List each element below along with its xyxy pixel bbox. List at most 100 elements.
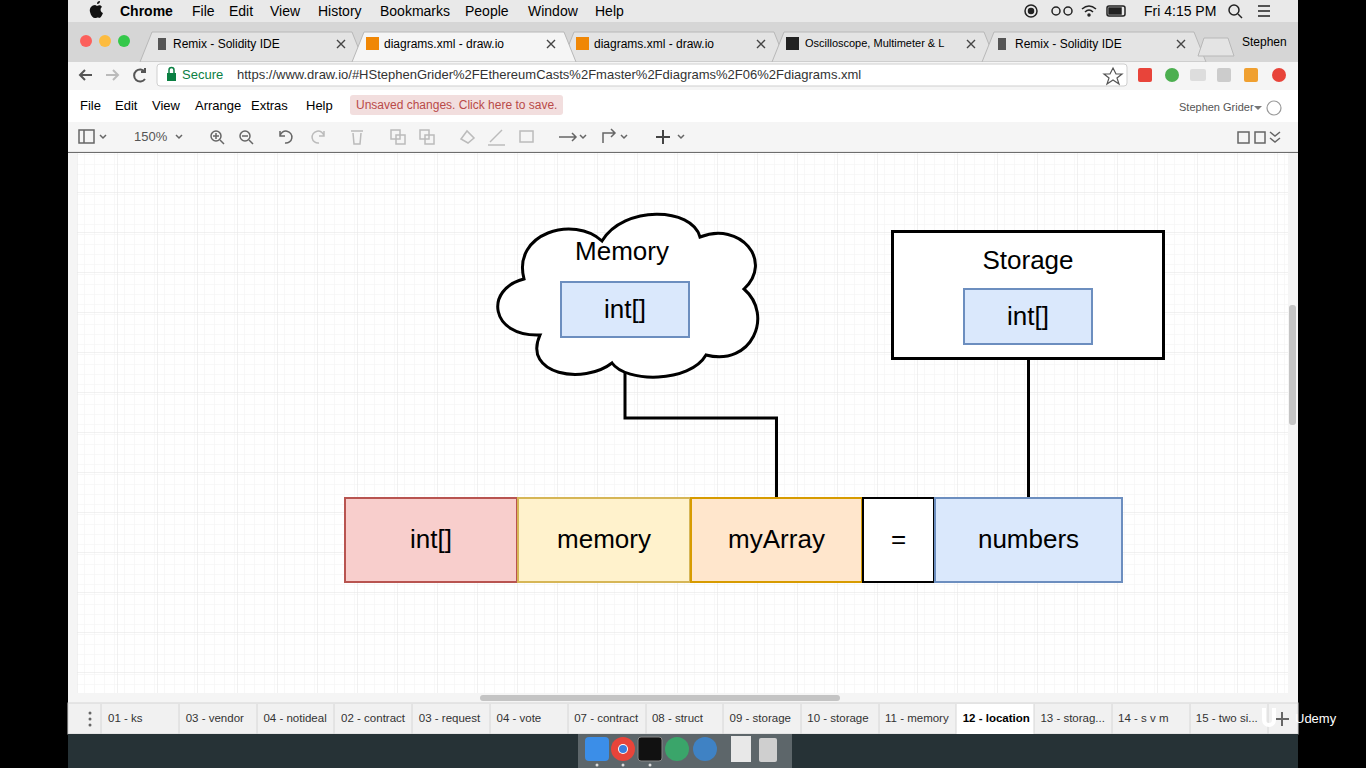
canvas-grid [77, 153, 1288, 693]
menu-item: History [318, 3, 362, 20]
page-tab: 03 - vendor [186, 712, 244, 726]
scrollbar-thumb [480, 695, 840, 701]
zoom-level: 150% [134, 129, 167, 145]
toolbar-icons [79, 129, 1280, 145]
path-part [603, 129, 615, 143]
canvas [77, 153, 1288, 693]
rect-part [520, 131, 533, 142]
rect-part [1107, 6, 1125, 16]
array-box: int[] [963, 288, 1093, 345]
page-tab: 15 - two si... [1196, 712, 1258, 726]
app-menu-item: Help [306, 98, 333, 114]
rect-part [759, 738, 777, 762]
line-part [334, 704, 335, 734]
page-tab: 11 - memory [885, 712, 949, 726]
tab-title: diagrams.xml - draw.io [384, 37, 504, 51]
menu-item: Edit [229, 3, 253, 20]
apple-logo [90, 1, 103, 18]
path-part [106, 70, 118, 80]
circle-part [649, 764, 652, 767]
rect-part [1255, 132, 1265, 143]
address-text: Secure [182, 67, 223, 83]
lock-icon [167, 68, 176, 82]
path-part [1270, 132, 1280, 142]
line-part [1112, 704, 1113, 734]
menu-bar [68, 0, 1298, 22]
path-part [678, 135, 684, 138]
node-label: int[] [1007, 301, 1049, 332]
line-part [101, 704, 102, 734]
page-tab: 14 - s v m [1118, 712, 1168, 726]
path-part [562, 32, 786, 62]
path-part [547, 40, 555, 48]
line-part [568, 704, 569, 734]
rect-part [998, 38, 1006, 50]
scrollbar-thumb [1289, 305, 1296, 425]
region-heading: Memory [575, 236, 669, 267]
rect-part [366, 37, 379, 50]
app-menu-bar [68, 90, 1298, 122]
path-part [351, 131, 363, 144]
line-part [723, 704, 724, 734]
menu-item: Fri 4:15 PM [1144, 3, 1216, 20]
menu-item: View [270, 3, 300, 20]
circle-part [622, 764, 625, 767]
array-box: int[] [560, 281, 690, 338]
desktop [68, 734, 1298, 768]
path-part [772, 32, 996, 62]
tab-title: diagrams.xml - draw.io [594, 37, 714, 51]
node-label: int[] [604, 294, 646, 325]
path-part [312, 131, 324, 143]
region-heading: Storage [982, 245, 1073, 276]
value-cell: numbers [934, 497, 1123, 583]
path-part [621, 135, 627, 138]
memory-cloud: Memory int[] [478, 203, 766, 380]
node-label: int[] [410, 524, 452, 555]
toolbar-bg [68, 62, 1298, 90]
page-tab: 13 - storag... [1040, 712, 1105, 726]
path-part [80, 70, 92, 80]
line-part [801, 704, 802, 734]
circle-part [89, 712, 92, 715]
path-part [140, 32, 364, 62]
circle-part [1064, 7, 1072, 15]
page-tab-dividers [101, 704, 1268, 734]
tab-title: Oscilloscope, Multimeter & L [805, 37, 944, 50]
circle-part [611, 737, 635, 761]
url-field [157, 64, 1127, 86]
circle-part [89, 724, 92, 727]
rect-part [638, 737, 662, 761]
page-tab-bar [68, 703, 1298, 734]
circle-part [1272, 68, 1286, 82]
path-part [1082, 6, 1096, 12]
minimize-button [99, 35, 111, 47]
node-label: numbers [978, 524, 1079, 555]
scrollbar-track [77, 693, 1288, 703]
circle-part [618, 744, 628, 754]
path-part [1177, 40, 1185, 48]
rect-part [1217, 68, 1231, 82]
scrollbar-track [1288, 153, 1298, 703]
rect-part [167, 73, 176, 81]
rect-part [731, 736, 751, 762]
dock [578, 734, 792, 768]
path-part [1198, 38, 1234, 56]
rect-part [585, 737, 609, 761]
path-part [559, 133, 576, 141]
rect-part [576, 37, 589, 50]
line-part [956, 704, 957, 734]
menu-item: Chrome [120, 3, 173, 20]
storage-box: Storage int[] [891, 230, 1165, 360]
menu-item: Bookmarks [380, 3, 450, 20]
path-part [280, 131, 292, 143]
browser-tabs [140, 32, 1234, 62]
path-part [1258, 6, 1270, 16]
arrow-connector [1027, 345, 1030, 497]
path-part [242, 136, 253, 144]
path-part [100, 135, 106, 138]
page-tab: 01 - ks [108, 712, 143, 726]
save-notice: Unsaved changes. Click here to save. [350, 95, 563, 115]
path-part [169, 68, 174, 74]
